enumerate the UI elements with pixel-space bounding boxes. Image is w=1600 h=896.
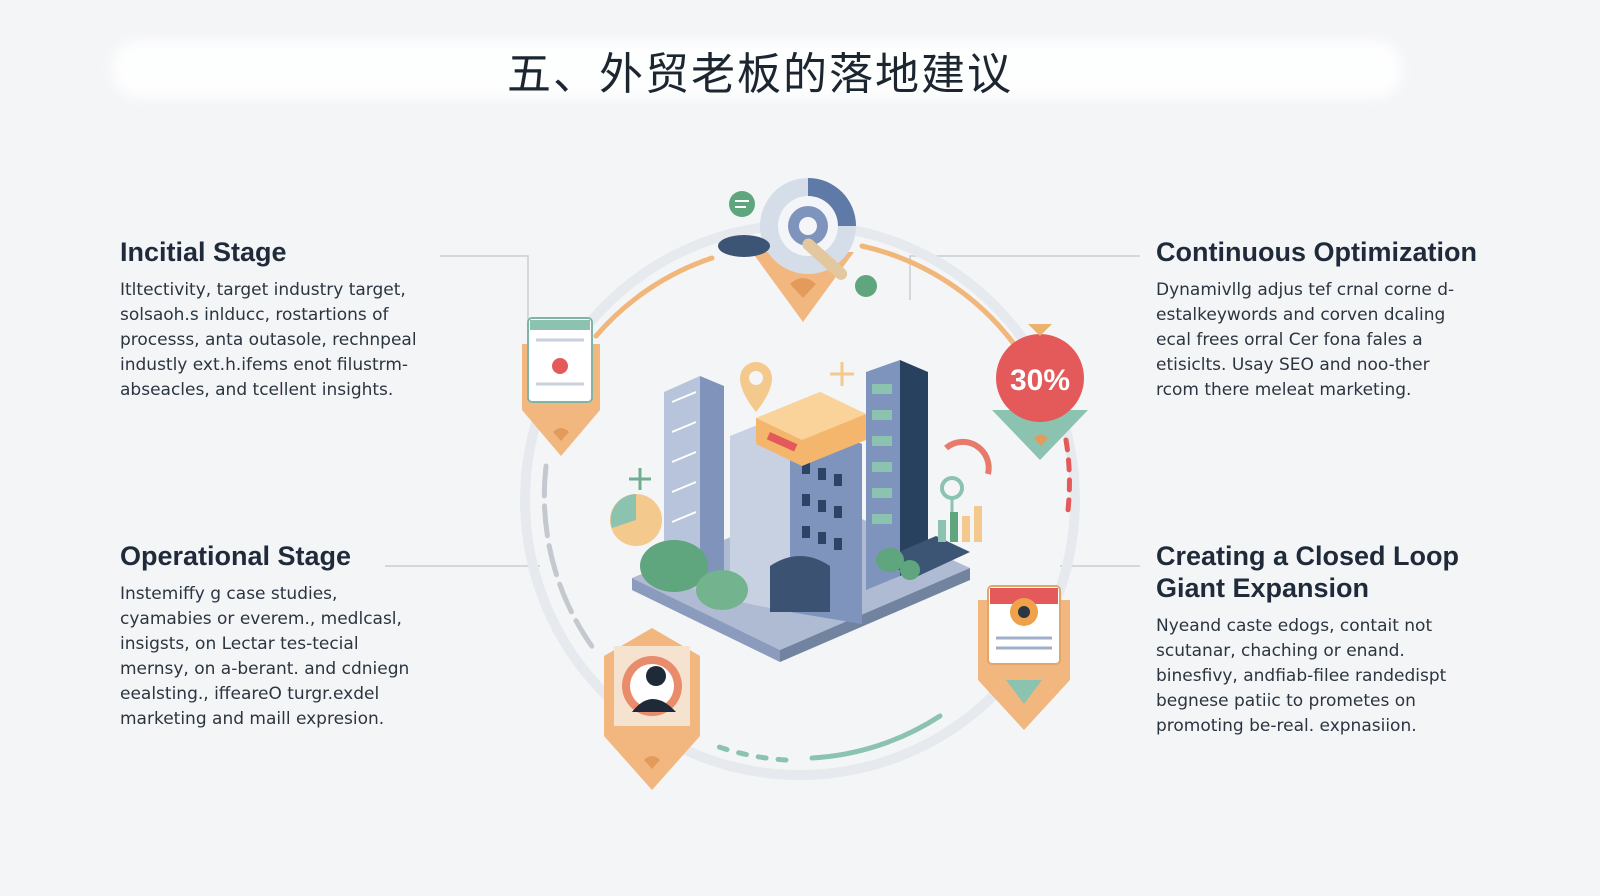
stage-initial-body: Itltectivity, target industry target, so… (120, 278, 480, 403)
stage-closed-loop-line: binesfivy, andfiab-filee randedispt (1156, 666, 1447, 686)
connector-lines (385, 255, 1140, 567)
stage-continuous-line: estalkeywords and corven dcaling (1156, 305, 1446, 325)
stage-continuous-line: Dynamivllg adjus tef crnal corne d- (1156, 280, 1455, 300)
arc-orange-right (859, 243, 1017, 347)
rocket-icon (718, 235, 770, 257)
city-illustration (610, 360, 992, 662)
stage-initial-line: solsaoh.s inlducc, rostartions of (120, 305, 389, 325)
stage-closed-loop: Creating a Closed Loop Giant Expansion N… (1156, 540, 1576, 739)
location-pin-icon (740, 362, 772, 412)
stage-initial-line: Itltectivity, target industry target, (120, 280, 406, 300)
arc-grey (541, 463, 599, 655)
stage-continuous-line: etisiclts. Usay SEO and noo-ther (1156, 355, 1430, 375)
stage-operational-line: marketing and maill expresion. (120, 709, 385, 729)
stage-operational: Operational Stage Instemiffy g case stud… (120, 540, 480, 732)
page-title: 五、外贸老板的落地建议 (507, 49, 1013, 100)
stage-continuous: Continuous Optimization Dynamivllg adjus… (1156, 236, 1576, 403)
stage-closed-loop-title-line: Creating a Closed Loop (1156, 541, 1460, 571)
stage-initial-line: processs, anta outasole, rechnpeal (120, 330, 417, 350)
title-band (112, 40, 1402, 98)
connector-initial (440, 255, 529, 340)
stage-continuous-body: Dynamivllg adjus tef crnal corne d- esta… (1156, 278, 1576, 403)
stage-closed-loop-line: scutanar, chaching or enand. (1156, 641, 1405, 661)
arc-teal-dashed (713, 743, 789, 763)
badge-text: 30% (1010, 364, 1070, 397)
stage-closed-loop-line: Nyeand caste edogs, contait not (1156, 616, 1433, 636)
ring-arcs (541, 243, 1072, 763)
stage-operational-body: Instemiffy g case studies, cyamabies or … (120, 582, 480, 732)
arc-red-dashed (1063, 437, 1072, 513)
stage-continuous-line: ecal frees orral Cer fona fales a (1156, 330, 1423, 350)
stage-continuous-title: Continuous Optimization (1156, 237, 1477, 267)
bar-graph-icon (938, 506, 982, 542)
stage-initial-line: abseacles, and tcellent insights. (120, 380, 394, 400)
connector-continuous (909, 255, 1140, 300)
arc-teal (809, 713, 943, 761)
stage-initial: Incitial Stage Itltectivity, target indu… (120, 236, 480, 403)
stage-operational-title: Operational Stage (120, 541, 352, 571)
stage-closed-loop-line: begnese patiic to prometes on (1156, 691, 1416, 711)
percent-badge (996, 334, 1084, 422)
pin-right-badge: 30% (992, 324, 1088, 460)
stage-operational-line: eealsting., iffeareO turgr.exdel (120, 684, 380, 704)
stage-initial-title: Incitial Stage (120, 237, 287, 267)
pin-top (718, 178, 877, 322)
stage-closed-loop-body: Nyeand caste edogs, contait not scutanar… (1156, 614, 1576, 739)
stage-closed-loop-title-line: Giant Expansion (1156, 573, 1370, 603)
stage-operational-line: mernsy, on a-berant. and cdniegn (120, 659, 410, 679)
pin-bottom-right (978, 585, 1070, 730)
plus-icon (629, 468, 651, 490)
chat-icon (729, 191, 755, 217)
stage-closed-loop-title: Creating a Closed Loop Giant Expansion (1156, 540, 1576, 604)
plus-icon-orange (830, 362, 854, 386)
stage-operational-line: cyamabies or everem., medlcasl, (120, 609, 402, 629)
stage-operational-line: Instemiffy g case studies, (120, 584, 338, 604)
stage-continuous-line: rcom there meleat marketing. (1156, 380, 1412, 400)
gauge-icon (944, 438, 992, 475)
stage-closed-loop-line: promoting be-real. expnasiion. (1156, 716, 1417, 736)
stage-operational-line: insigsts, on Lectar tes-tecial (120, 634, 359, 654)
pin-bottom-left (604, 628, 700, 790)
pin-left-document (522, 317, 600, 456)
tree-icon (640, 540, 708, 592)
arc-orange-left (593, 255, 715, 339)
stage-initial-line: industly ext.h.ifems enot filustrm- (120, 355, 409, 375)
